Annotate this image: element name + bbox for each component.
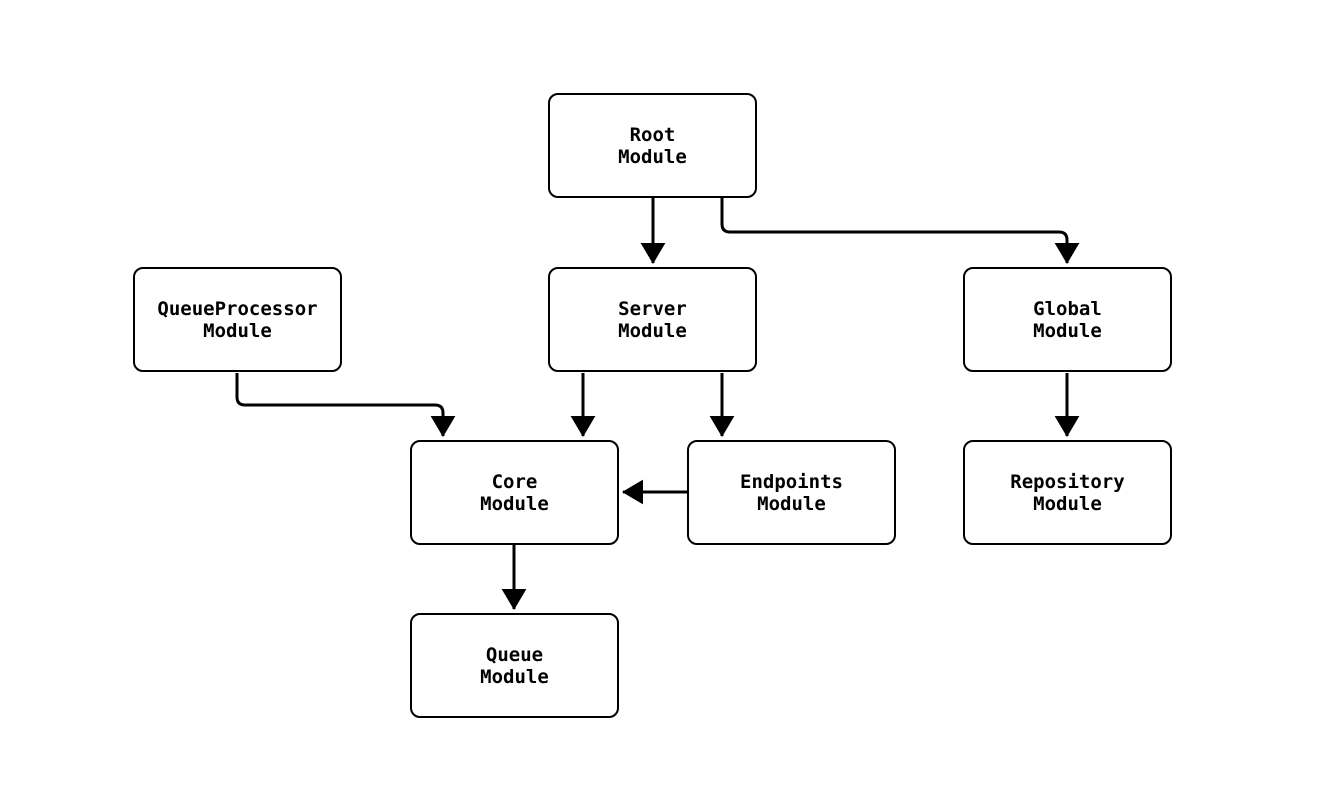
- node-root-label-line2: Module: [618, 145, 687, 168]
- node-core-module: Core Module: [410, 440, 619, 545]
- edge-root-to-global: [720, 198, 1080, 264]
- node-queueprocessor-module: QueueProcessor Module: [133, 267, 342, 372]
- node-repository-label-line1: Repository: [1010, 470, 1125, 493]
- node-queue-label-line2: Module: [480, 665, 549, 688]
- node-global-module: Global Module: [963, 267, 1172, 372]
- node-repository-module: Repository Module: [963, 440, 1172, 545]
- node-global-label-line2: Module: [1033, 319, 1102, 342]
- node-endpoints-module: Endpoints Module: [687, 440, 896, 545]
- node-queue-label-line1: Queue: [485, 643, 544, 666]
- node-queueprocessor-label-line1: QueueProcessor: [157, 297, 318, 320]
- node-core-label-line1: Core: [491, 470, 538, 493]
- edge-queueprocessor-to-core: [235, 373, 456, 437]
- node-server-label-line1: Server: [618, 297, 687, 320]
- node-core-label-line2: Module: [480, 492, 549, 515]
- node-repository-label-line2: Module: [1033, 492, 1102, 515]
- node-server-label-line2: Module: [618, 319, 687, 342]
- node-endpoints-label-line1: Endpoints: [740, 470, 843, 493]
- node-root-module: Root Module: [548, 93, 757, 198]
- node-endpoints-label-line2: Module: [757, 492, 826, 515]
- node-server-module: Server Module: [548, 267, 757, 372]
- node-global-label-line1: Global: [1033, 297, 1102, 320]
- node-queue-module: Queue Module: [410, 613, 619, 718]
- node-queueprocessor-label-line2: Module: [203, 319, 272, 342]
- node-root-label-line1: Root: [629, 123, 676, 146]
